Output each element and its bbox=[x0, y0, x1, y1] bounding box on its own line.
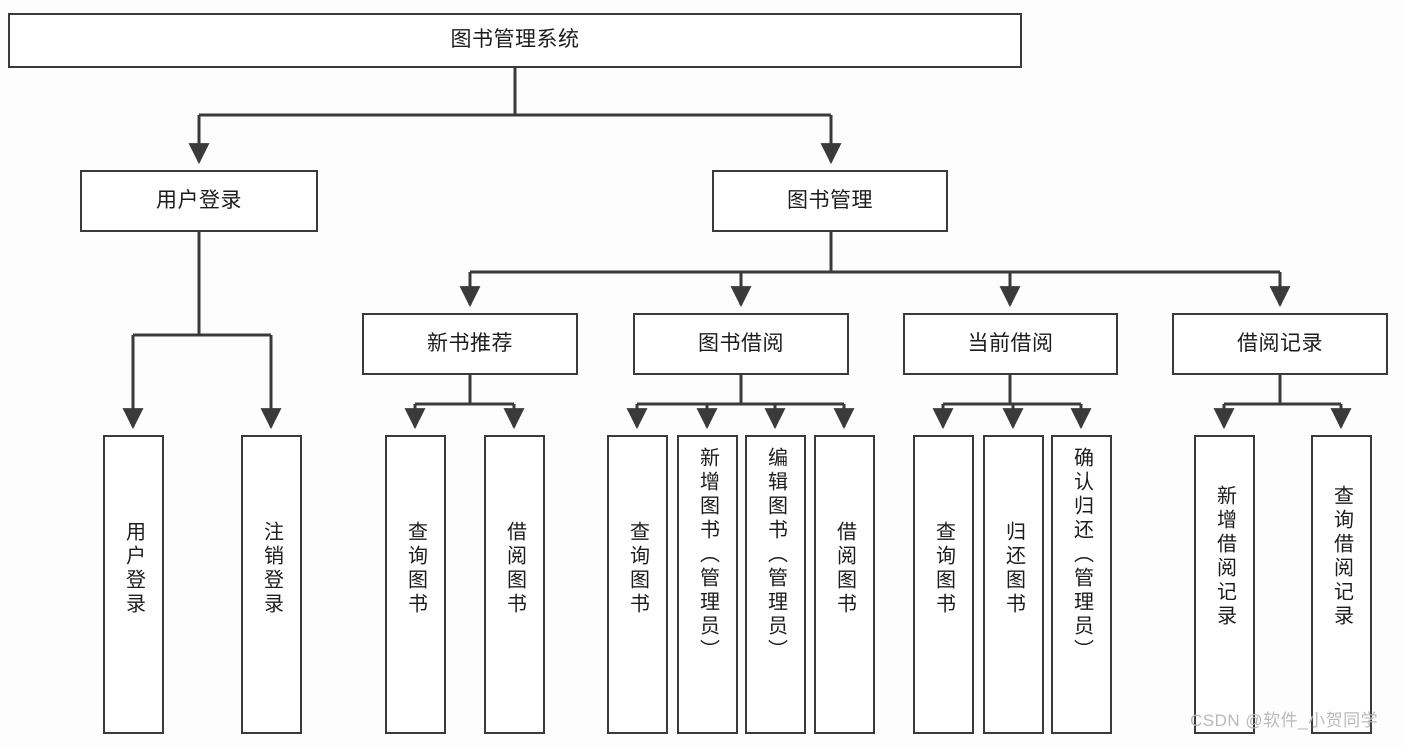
node-user-login[interactable]: 用户登录 bbox=[80, 170, 318, 232]
node-new-book-recommend-label: 新书推荐 bbox=[427, 331, 513, 355]
node-root-label: 图书管理系统 bbox=[450, 28, 580, 52]
node-leaf-query-record-label: 查询借阅记录 bbox=[1330, 485, 1353, 629]
node-leaf-query-book-3[interactable]: 查询图书 bbox=[913, 435, 974, 734]
node-leaf-add-record-label: 新增借阅记录 bbox=[1213, 485, 1236, 629]
node-leaf-add-record[interactable]: 新增借阅记录 bbox=[1194, 435, 1255, 734]
node-leaf-query-book-1-label: 查询图书 bbox=[404, 521, 427, 617]
node-leaf-return-book[interactable]: 归还图书 bbox=[983, 435, 1044, 734]
node-leaf-query-book-1[interactable]: 查询图书 bbox=[385, 435, 446, 734]
node-leaf-user-logout-label: 注销登录 bbox=[260, 521, 283, 617]
node-current-borrow-label: 当前借阅 bbox=[967, 331, 1054, 355]
node-leaf-borrow-book-2-label: 借阅图书 bbox=[833, 521, 856, 617]
node-book-borrow-label: 图书借阅 bbox=[698, 331, 784, 355]
node-leaf-user-login-label: 用户登录 bbox=[122, 521, 145, 617]
node-leaf-edit-book[interactable]: 编辑图书（管理员） bbox=[745, 435, 806, 734]
node-book-manage[interactable]: 图书管理 bbox=[712, 170, 948, 232]
node-leaf-return-book-label: 归还图书 bbox=[1002, 521, 1025, 617]
node-user-login-label: 用户登录 bbox=[156, 188, 242, 212]
node-leaf-user-logout[interactable]: 注销登录 bbox=[241, 435, 302, 734]
node-leaf-query-book-2-label: 查询图书 bbox=[626, 521, 649, 617]
node-leaf-query-book-2[interactable]: 查询图书 bbox=[607, 435, 668, 734]
node-book-borrow[interactable]: 图书借阅 bbox=[633, 313, 849, 375]
node-leaf-add-book[interactable]: 新增图书（管理员） bbox=[677, 435, 738, 734]
node-leaf-borrow-book-1[interactable]: 借阅图书 bbox=[484, 435, 545, 734]
node-current-borrow[interactable]: 当前借阅 bbox=[903, 313, 1118, 375]
node-root[interactable]: 图书管理系统 bbox=[8, 13, 1022, 68]
node-leaf-confirm-return-label: 确认归还（管理员） bbox=[1070, 447, 1093, 663]
node-borrow-record[interactable]: 借阅记录 bbox=[1172, 313, 1388, 375]
node-leaf-user-login[interactable]: 用户登录 bbox=[103, 435, 164, 734]
node-leaf-query-book-3-label: 查询图书 bbox=[932, 521, 955, 617]
node-leaf-borrow-book-2[interactable]: 借阅图书 bbox=[814, 435, 875, 734]
node-leaf-borrow-book-1-label: 借阅图书 bbox=[503, 521, 526, 617]
node-new-book-recommend[interactable]: 新书推荐 bbox=[362, 313, 578, 375]
csdn-watermark: CSDN @软件_小贺同学 bbox=[1190, 711, 1379, 730]
node-borrow-record-label: 借阅记录 bbox=[1237, 331, 1323, 355]
node-leaf-confirm-return[interactable]: 确认归还（管理员） bbox=[1051, 435, 1112, 734]
node-leaf-edit-book-label: 编辑图书（管理员） bbox=[764, 447, 787, 663]
node-leaf-add-book-label: 新增图书（管理员） bbox=[696, 447, 719, 663]
node-book-manage-label: 图书管理 bbox=[787, 188, 873, 212]
node-leaf-query-record[interactable]: 查询借阅记录 bbox=[1311, 435, 1372, 734]
